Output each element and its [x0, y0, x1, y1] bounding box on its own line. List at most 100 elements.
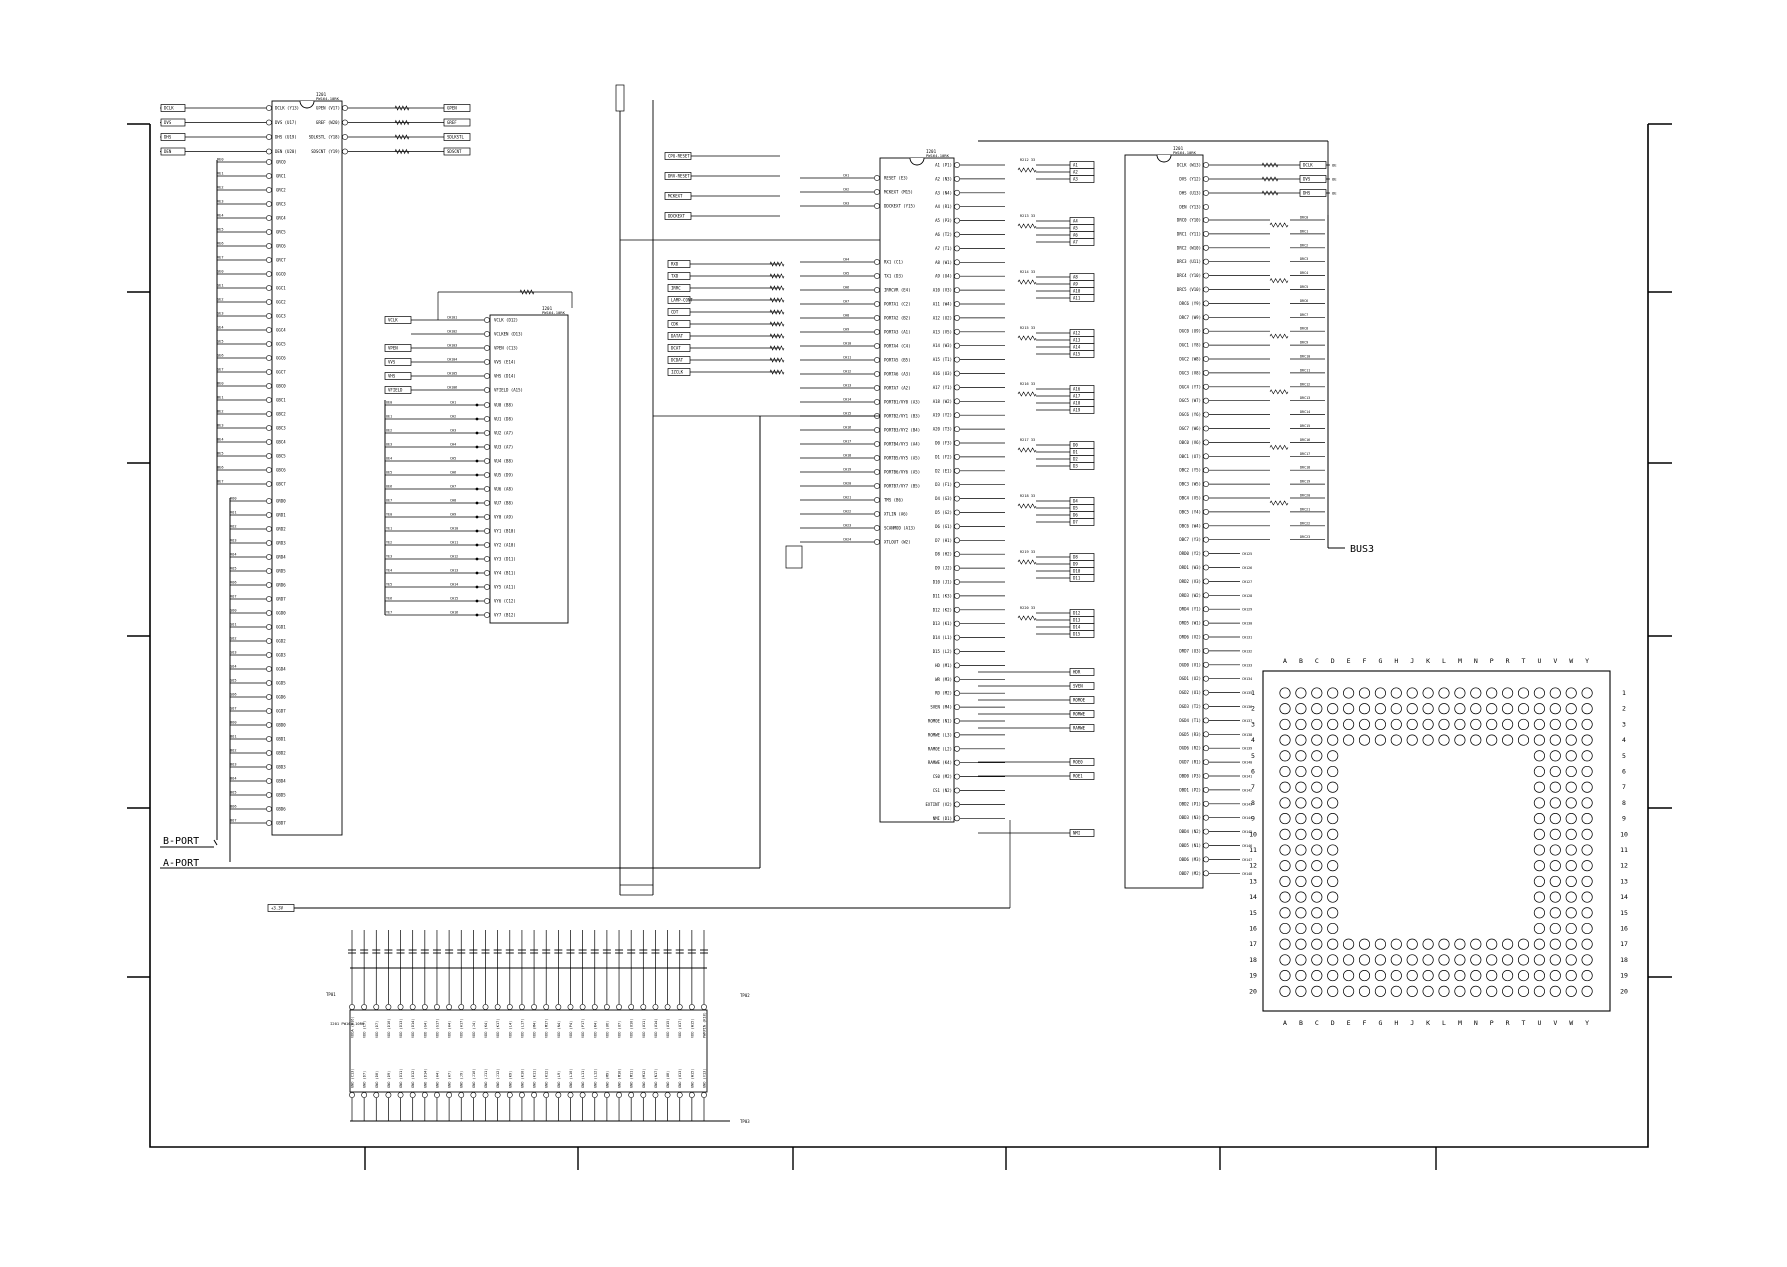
pin-marker	[266, 201, 272, 207]
pin-marker	[1203, 745, 1209, 752]
pin-marker	[531, 1092, 537, 1098]
net-name: DRC18	[1300, 466, 1310, 470]
bga-ball	[1565, 828, 1577, 840]
pin-marker	[954, 453, 960, 460]
pin-label: GBD1	[276, 737, 286, 742]
net-name: UE0	[386, 401, 392, 405]
pin-label: PORTA6 (A3)	[884, 372, 911, 377]
net-name: CH20	[843, 482, 851, 486]
pin-marker	[1203, 578, 1209, 585]
net-name: CH102	[447, 330, 457, 334]
pin-label: A20 (T3)	[933, 427, 952, 432]
pin-label: GGC4	[276, 328, 286, 333]
pin-marker	[1203, 689, 1209, 696]
bga-col-label: Y	[1585, 657, 1589, 665]
pin-label: GND (C13)	[351, 1069, 355, 1088]
pin-label: DRC3 (U11)	[1177, 259, 1201, 264]
pin-marker	[954, 342, 960, 349]
pin-label: DBC1 (U7)	[1179, 454, 1201, 459]
pin-marker	[874, 469, 880, 475]
pin-marker	[349, 1004, 355, 1010]
resistor	[1017, 615, 1037, 621]
net-flag-a3	[1069, 175, 1095, 183]
bga-row-label: 6	[1622, 768, 1626, 776]
net-flag-den	[160, 147, 186, 156]
net-flag-sdlkstl	[443, 133, 471, 141]
pin-label: VDD (D10)	[387, 1019, 391, 1038]
pin-marker	[266, 453, 272, 459]
bga-ball	[1327, 765, 1339, 778]
bga-ball	[1549, 938, 1561, 950]
bga-ball	[1390, 954, 1402, 966]
pin-label: DBC4 (V5)	[1179, 496, 1201, 501]
bga-row-label: 20	[1620, 987, 1628, 995]
pin-marker	[555, 1092, 562, 1098]
pin-marker	[482, 1092, 489, 1098]
bga-ball	[1279, 781, 1291, 793]
ic-part: PW164-10RK	[316, 96, 340, 101]
pin-marker	[954, 426, 960, 432]
net-flag-label: CDK	[671, 322, 679, 327]
pin-label: GGC0	[276, 272, 286, 277]
net-name: CH101	[447, 316, 457, 320]
net-flag-label: A8	[1073, 275, 1078, 280]
bga-ball	[1422, 734, 1434, 746]
pin-marker	[484, 416, 490, 422]
pin-marker	[266, 526, 272, 532]
pin-marker	[954, 759, 960, 766]
net-name: CH9	[450, 513, 456, 517]
net-name: CH12	[450, 555, 458, 559]
bga-ball	[1390, 734, 1402, 746]
bga-ball	[1295, 907, 1307, 919]
pin-marker	[603, 1092, 610, 1098]
pin-marker	[484, 458, 490, 464]
net-flag-label: DCDAT	[671, 358, 684, 363]
pin-marker	[1203, 204, 1209, 210]
bga-ball	[1311, 828, 1323, 840]
net-name: DRC11	[1300, 368, 1310, 372]
bga-ball	[1581, 970, 1593, 982]
pin-label: A13 (V5)	[933, 329, 952, 334]
net-flag-label: A5	[1073, 226, 1078, 231]
net-name: CH140	[1242, 761, 1252, 765]
pin-label: GBC2	[276, 412, 286, 417]
net-name: RO1	[230, 511, 237, 515]
net-flag-label: DATAT	[671, 334, 684, 339]
net-name: CH127	[1242, 580, 1252, 584]
pin-marker	[458, 1004, 465, 1010]
bga-ball	[1454, 970, 1466, 982]
pin-marker	[266, 397, 272, 403]
bga-ball	[1581, 703, 1593, 715]
net-flag-label: D8	[1073, 555, 1078, 560]
bga-ball	[1295, 938, 1307, 950]
net-flag-dvs-out	[1299, 175, 1327, 183]
bga-ball	[1327, 922, 1339, 935]
net-flag-label: MCKEXT	[668, 194, 683, 199]
net-name: DRC19	[1300, 480, 1310, 484]
pin-label: GRC3	[276, 202, 286, 207]
pin-label: DBC5 (Y4)	[1179, 509, 1201, 514]
bga-col-label: Y	[1585, 1019, 1589, 1027]
bga-ball	[1533, 891, 1545, 903]
net-name: CH7	[843, 300, 849, 304]
pin-marker	[954, 662, 960, 669]
pin-marker	[484, 345, 490, 351]
pin-marker	[421, 1092, 428, 1098]
bga-ball	[1295, 734, 1307, 746]
pin-label: VPEN (C13)	[494, 346, 518, 351]
net-name: UE2	[386, 429, 392, 433]
net-name: CH146	[1242, 844, 1252, 848]
pin-label: DCLK (Y13)	[275, 106, 299, 111]
net-name: CH105	[447, 372, 457, 376]
pin-label: DEN (U20)	[275, 149, 297, 154]
pin-marker	[954, 509, 960, 516]
pin-label: VY5 (A11)	[494, 585, 516, 590]
resistor	[1261, 162, 1279, 168]
bga-ball	[1374, 703, 1386, 715]
pin-marker	[1203, 648, 1209, 654]
bga-ball	[1549, 734, 1561, 746]
net-name: CH2	[450, 415, 456, 419]
bga-outline	[1262, 670, 1611, 1012]
pin-label: VCLK (D12)	[494, 318, 518, 323]
pin-label: VDD (G4)	[423, 1021, 427, 1038]
